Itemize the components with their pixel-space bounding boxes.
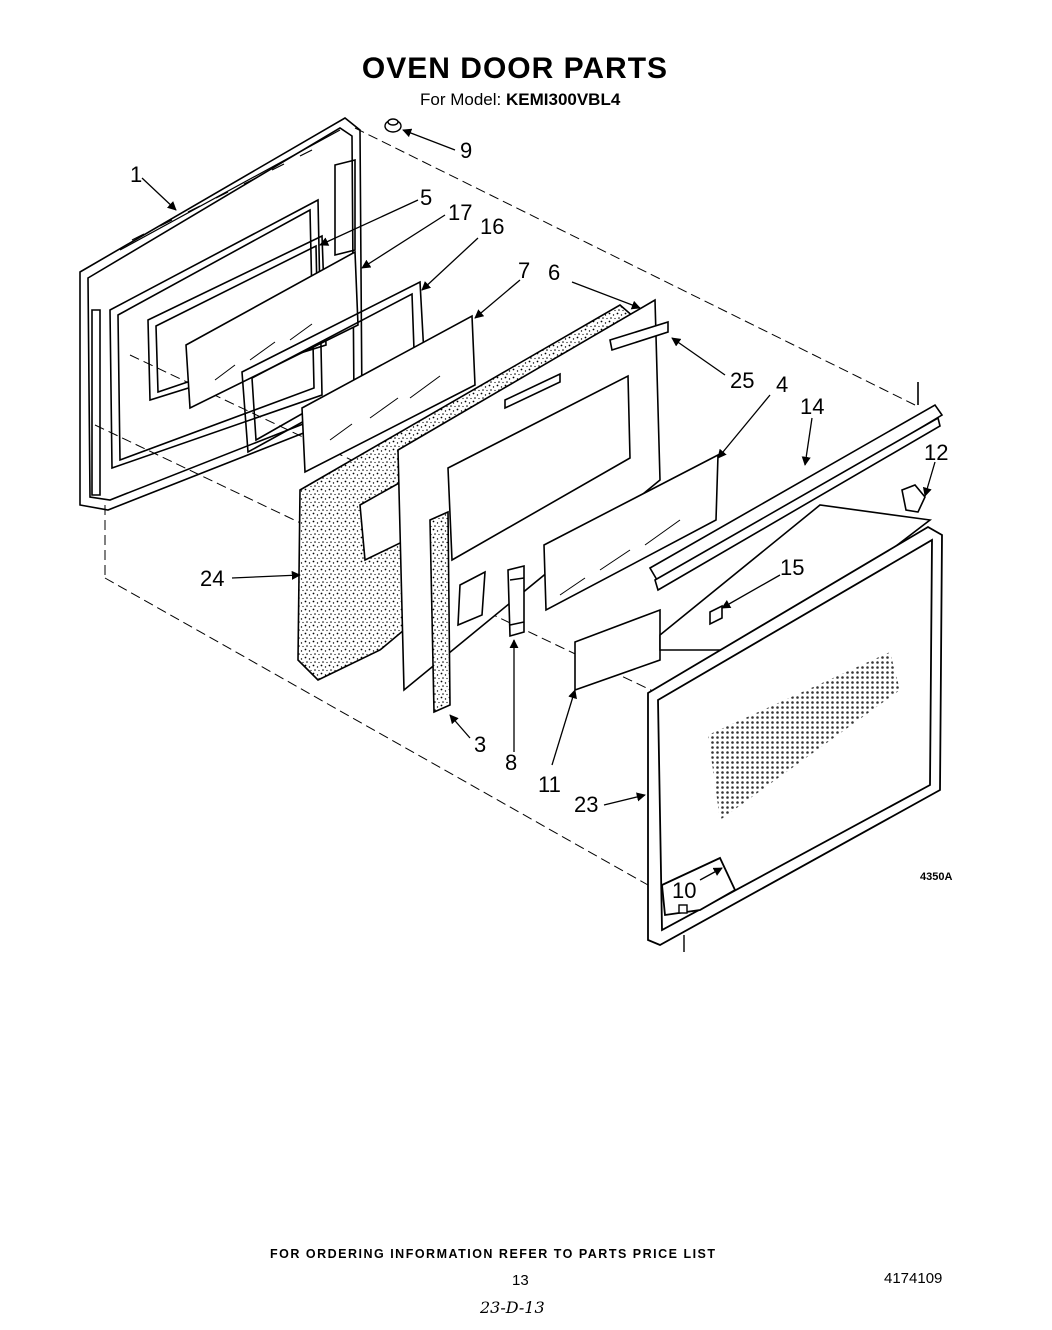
callout-24: 24	[200, 566, 224, 591]
part-9-screw	[384, 118, 402, 133]
callout-7: 7	[518, 258, 530, 283]
part-23-outer-panel	[647, 525, 943, 946]
part-12-handle	[901, 484, 926, 513]
callout-16: 16	[480, 214, 504, 239]
callout-3: 3	[474, 732, 486, 757]
figure-number: 4350A	[920, 871, 952, 883]
callout-14: 14	[800, 394, 824, 419]
part-8-hinge-bracket	[507, 564, 525, 638]
callout-8: 8	[505, 750, 517, 775]
callout-labels: 1 9 5 17 16 7 6 25 4 14 12 15 24 3 8 11 …	[130, 138, 952, 903]
callout-15: 15	[780, 555, 804, 580]
part-4-outer-glass	[543, 453, 719, 612]
part-14-top-trim	[648, 382, 944, 592]
part-bracket	[457, 570, 486, 627]
callout-6: 6	[548, 260, 560, 285]
model-number: KEMI300VBL4	[505, 90, 621, 109]
model-prefix: For Model:	[420, 90, 502, 109]
part-17-inner-glass	[185, 250, 359, 410]
callout-12: 12	[924, 440, 948, 465]
callout-11: 11	[538, 772, 561, 797]
callout-17: 17	[448, 200, 472, 225]
callout-25: 25	[730, 368, 754, 393]
handwritten-note: 23-D-13	[480, 1298, 545, 1317]
model-subtitle: For Model: KEMI300VBL4	[420, 90, 620, 110]
callout-10: 10	[672, 878, 696, 903]
callout-23: 23	[574, 792, 598, 817]
leader-lines	[141, 128, 936, 881]
part-10-screw	[678, 904, 688, 952]
callout-4: 4	[776, 372, 788, 397]
part-11-vent-strip	[574, 608, 661, 692]
page-number: 13	[512, 1272, 529, 1289]
part-7-middle-glass	[301, 314, 476, 474]
part-25-strip	[609, 320, 669, 352]
callout-9: 9	[460, 138, 472, 163]
callout-5: 5	[420, 185, 432, 210]
callout-1: 1	[130, 162, 142, 187]
part-3-side-trim	[429, 510, 451, 714]
document-number: 4174109	[884, 1270, 943, 1287]
page-title: OVEN DOOR PARTS	[361, 52, 669, 85]
ordering-footer: FOR ORDERING INFORMATION REFER TO PARTS …	[270, 1247, 717, 1261]
